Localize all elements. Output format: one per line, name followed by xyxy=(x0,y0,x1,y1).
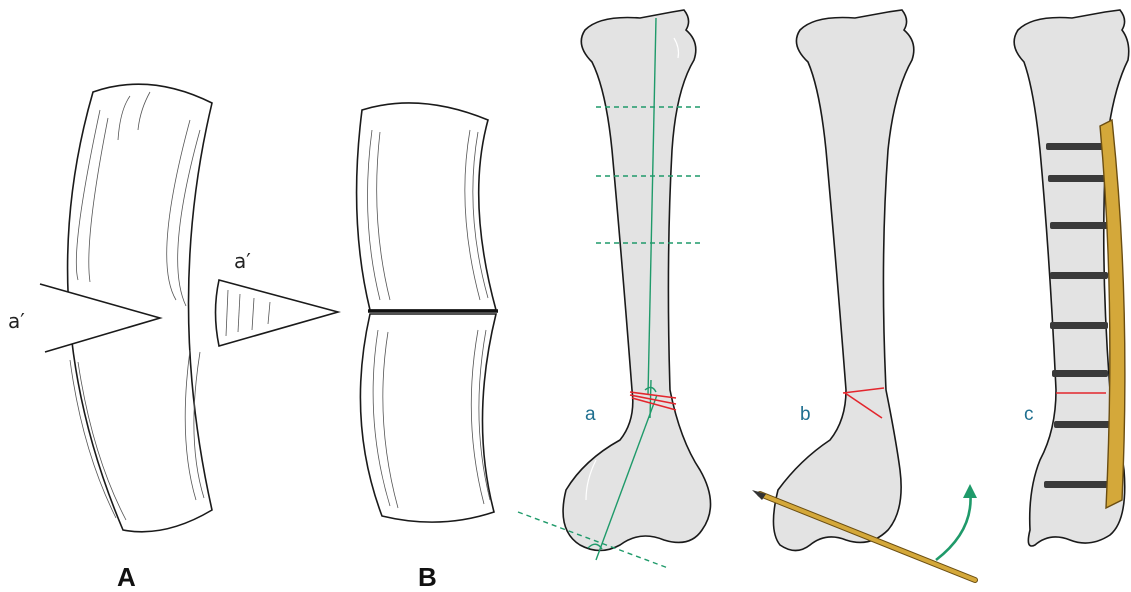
removed-wedge: a′ xyxy=(216,249,339,346)
wedge-label-a-prime: a′ xyxy=(8,309,25,333)
step-a-label: a xyxy=(585,404,596,425)
femur-b-outline xyxy=(773,10,913,551)
step-b-label: b xyxy=(800,404,811,425)
femur-a: a xyxy=(518,10,711,568)
femur-c: c xyxy=(1014,10,1129,546)
step-c-label: c xyxy=(1024,404,1034,425)
wedge-label-piece: a′ xyxy=(234,249,251,273)
rotation-arrow-icon xyxy=(936,484,977,560)
femur-b: b xyxy=(752,10,977,580)
wedge-piece xyxy=(216,280,339,346)
panel-b-label: B xyxy=(418,562,437,592)
panel-a: a′ A xyxy=(8,84,212,592)
femur-a-outline xyxy=(563,10,710,551)
panel-b: B xyxy=(357,103,498,592)
panel-a-label: A xyxy=(117,562,136,592)
